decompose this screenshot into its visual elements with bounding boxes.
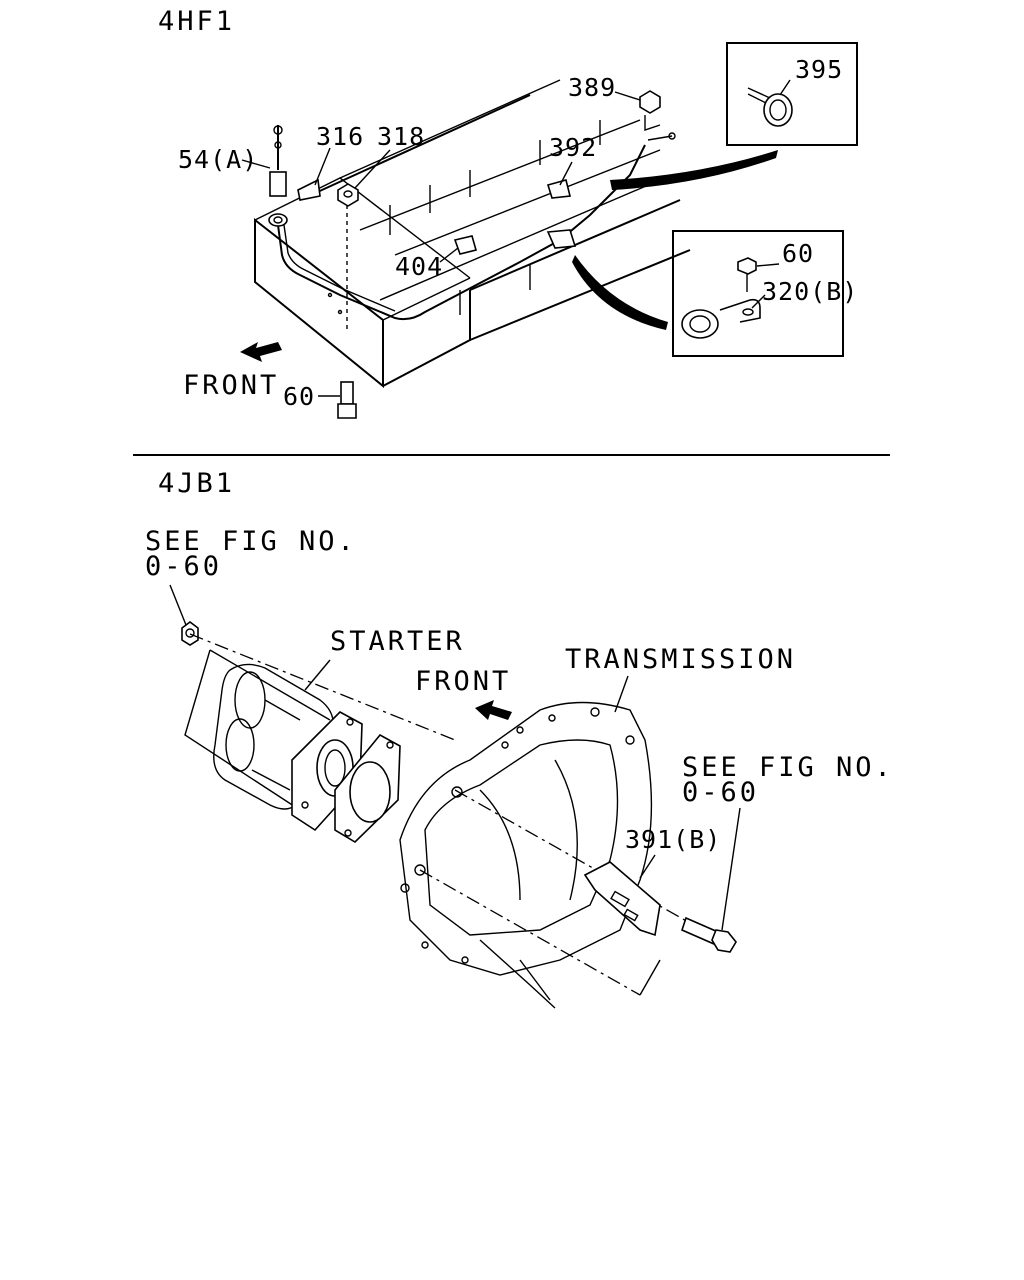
transmission-label: TRANSMISSION bbox=[565, 644, 796, 675]
starter-label: STARTER bbox=[330, 626, 465, 657]
callout-60-inset: 60 bbox=[782, 239, 814, 268]
callout-395: 395 bbox=[795, 55, 843, 84]
pointer-wedge-320b bbox=[572, 255, 668, 330]
clamp-395-drawing bbox=[747, 79, 793, 127]
callout-391b: 391(B) bbox=[625, 825, 721, 854]
top-section: 4HF1 bbox=[158, 6, 858, 419]
frame-rail-drawing bbox=[254, 79, 691, 389]
callout-320b: 320(B) bbox=[762, 277, 858, 306]
top-leader-lines bbox=[241, 91, 641, 397]
engine-code-4jb1: 4JB1 bbox=[158, 468, 235, 499]
bracket-391b-drawing bbox=[583, 861, 661, 937]
callout-316: 316 bbox=[316, 122, 364, 151]
inset-box-320b bbox=[672, 230, 844, 357]
starter-motor-drawing bbox=[184, 649, 401, 844]
bolt-right bbox=[681, 916, 737, 953]
see-fig-right-line1: SEE FIG NO. bbox=[682, 752, 894, 783]
see-fig-left-line1: SEE FIG NO. bbox=[145, 526, 357, 557]
callout-389: 389 bbox=[568, 73, 616, 102]
callout-60-bottom: 60 bbox=[283, 382, 315, 411]
bottom-section: 4JB1 SEE FIG NO. 0-60 STARTER FRONT TRAN… bbox=[145, 468, 894, 1009]
front-arrow-top bbox=[240, 342, 282, 362]
inset-box-395 bbox=[726, 42, 858, 146]
callout-392: 392 bbox=[549, 133, 597, 162]
clip-320b-drawing bbox=[681, 257, 780, 339]
see-fig-left-line2: 0-60 bbox=[145, 551, 222, 582]
front-arrow-bottom bbox=[475, 700, 512, 720]
front-label-bottom: FRONT bbox=[415, 666, 511, 697]
front-label-top: FRONT bbox=[183, 370, 279, 401]
transmission-housing-drawing bbox=[399, 701, 653, 1009]
callout-404: 404 bbox=[395, 252, 443, 281]
cable-assembly bbox=[268, 90, 676, 419]
callout-318: 318 bbox=[377, 122, 425, 151]
see-fig-right-line2: 0-60 bbox=[682, 777, 759, 808]
nut-left bbox=[181, 621, 199, 646]
callout-54a: 54(A) bbox=[178, 145, 258, 174]
pointer-wedge-395 bbox=[610, 150, 778, 190]
engine-code-4hf1: 4HF1 bbox=[158, 6, 235, 37]
